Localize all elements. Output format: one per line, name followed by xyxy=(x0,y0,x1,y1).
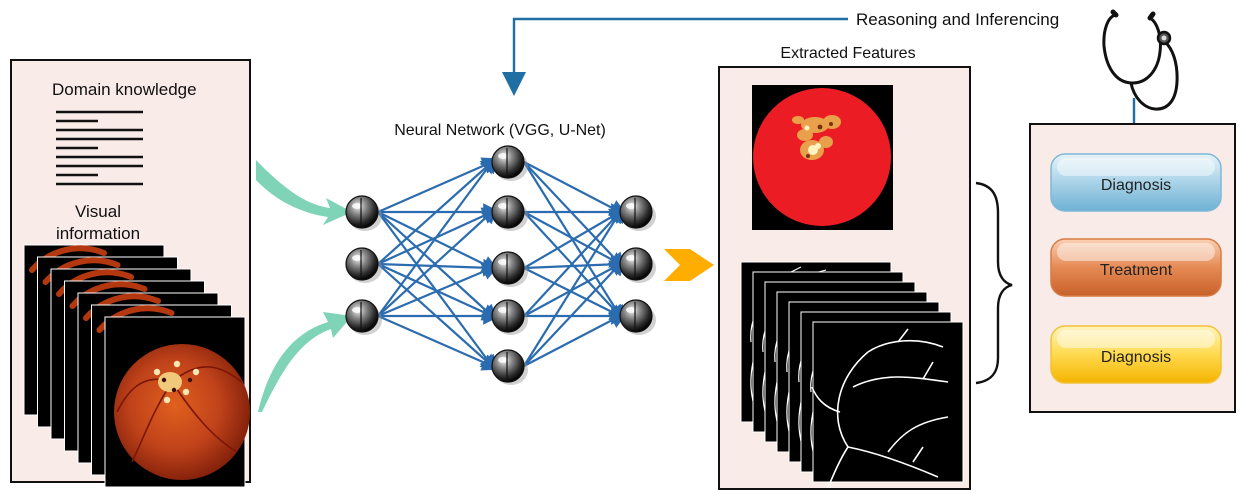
network-node xyxy=(491,349,528,385)
network-node xyxy=(619,195,656,231)
fundus-image xyxy=(104,316,250,488)
output-button-label: Diagnosis xyxy=(1101,349,1171,366)
network-node xyxy=(491,251,528,287)
network-edge xyxy=(523,211,628,269)
network-edge xyxy=(523,255,629,274)
visual-information-label: Visual xyxy=(75,202,121,221)
network-edge xyxy=(523,207,628,269)
domain-input-arrow xyxy=(256,160,352,225)
output-treatment-button: Treatment xyxy=(1050,238,1222,297)
network-edge xyxy=(377,262,501,321)
network-node xyxy=(619,299,656,335)
network-nodes xyxy=(345,145,656,385)
vessel-segmentation-stack xyxy=(740,261,964,488)
network-edge xyxy=(523,161,628,217)
domain-knowledge-label: Domain knowledge xyxy=(52,80,197,99)
network-node xyxy=(491,299,528,335)
network-edge xyxy=(377,263,501,318)
visual-input-arrow xyxy=(258,312,352,412)
network-edge xyxy=(377,258,501,277)
neural-network-label: Neural Network (VGG, U-Net) xyxy=(394,122,606,139)
lesion-mask-image xyxy=(752,85,893,230)
feedback-arrow xyxy=(502,17,848,96)
reasoning-label: Reasoning and Inferencing xyxy=(856,10,1059,29)
fundus-image-stack xyxy=(23,244,250,488)
network-node xyxy=(345,299,382,335)
network-edge xyxy=(523,204,625,367)
features-brace xyxy=(975,181,1013,385)
network-edge xyxy=(377,314,501,371)
extracted-features-label: Extracted Features xyxy=(780,45,915,62)
output-button-label: Diagnosis xyxy=(1101,177,1171,194)
stethoscope-icon xyxy=(1102,9,1179,111)
network-node xyxy=(491,145,528,181)
network-node xyxy=(619,247,656,283)
visual-information-label-2: information xyxy=(56,224,140,243)
network-edges xyxy=(377,154,629,374)
network-edge xyxy=(377,154,498,317)
network-edge xyxy=(523,257,627,367)
network-edge xyxy=(523,311,628,367)
feature-output-arrow xyxy=(664,249,714,281)
network-edge xyxy=(377,157,501,214)
network-node xyxy=(491,195,528,231)
output-diagnosis-button: Diagnosis xyxy=(1050,325,1222,384)
network-edge xyxy=(523,267,628,320)
network-node xyxy=(345,195,382,231)
vessel-map-image xyxy=(811,321,964,488)
network-node xyxy=(345,247,382,283)
network-edge xyxy=(523,205,626,317)
network-edge xyxy=(377,156,499,265)
domain-knowledge-text-icon xyxy=(56,110,143,186)
output-diagnosis-button: Diagnosis xyxy=(1050,153,1222,212)
network-edge xyxy=(377,206,499,317)
output-button-label: Treatment xyxy=(1100,262,1173,279)
